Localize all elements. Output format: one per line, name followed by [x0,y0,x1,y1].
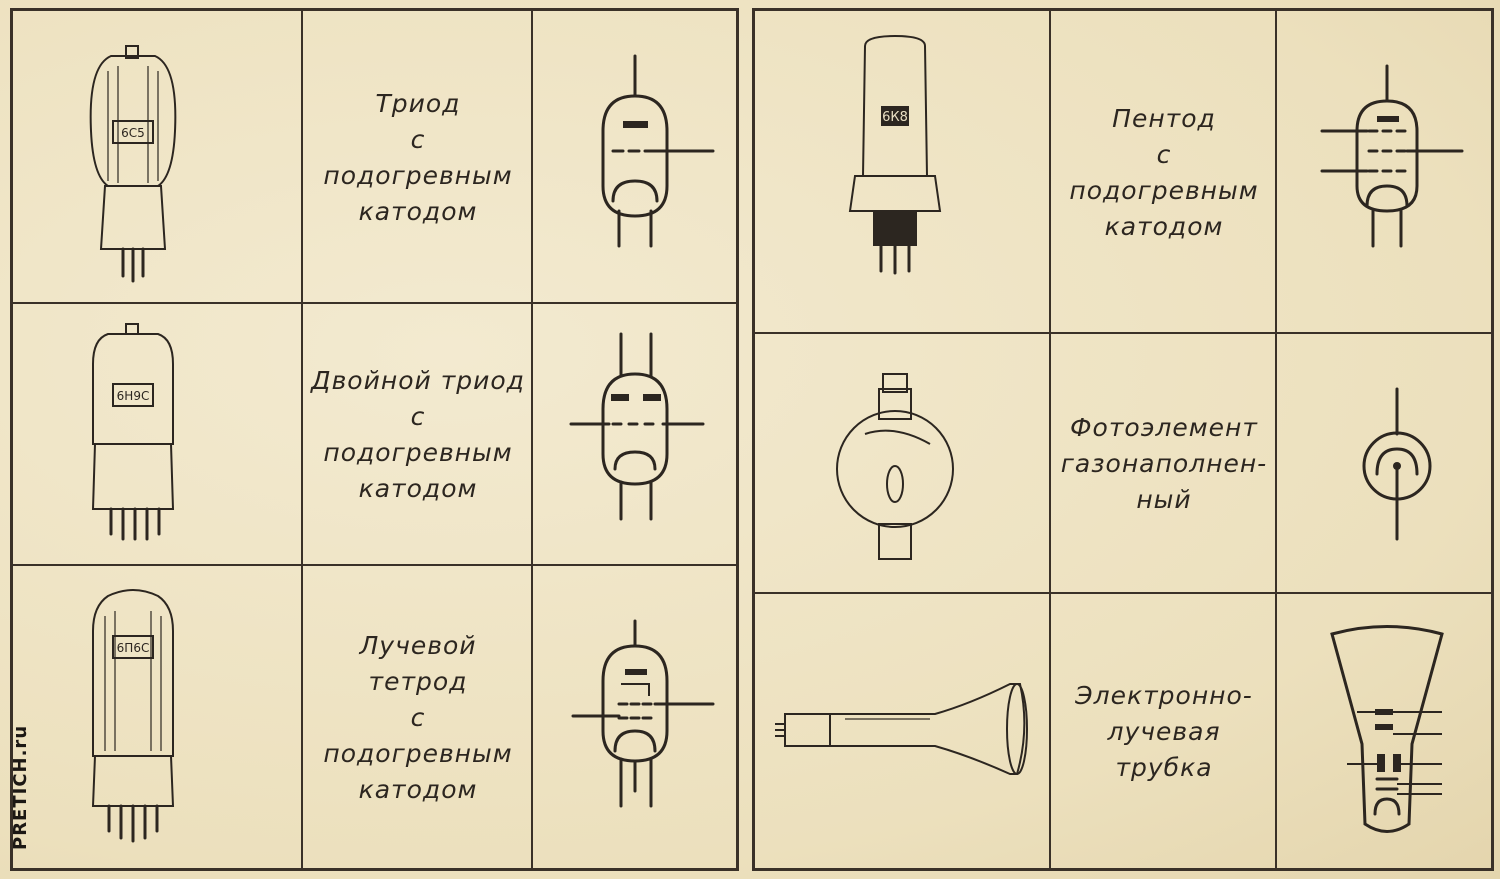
tube-type-label: Лучевой тетрод с подогревным катодом [323,631,513,804]
symbol-cell [532,303,737,565]
label-cell: Лучевой тетрод с подогревным катодом [302,565,532,869]
tube-image-cell [754,333,1050,593]
tube-type-label: Пентод с подогревным катодом [1069,103,1259,241]
photocell-tube-icon [836,373,954,560]
triode-tube-icon: 6С5 [89,45,177,283]
tube-image-cell [754,593,1050,869]
pentode-symbol-icon [1320,64,1464,248]
tube-marking: 6К8 [882,110,908,125]
tube-image-cell: 6Н9С [12,303,302,565]
left-table: 6С5 Триод с подогревным катодом [10,8,739,871]
triode-symbol-icon [601,54,715,248]
pentode-tube-icon: 6К8 [848,34,942,275]
label-cell: Пентод с подогревным катодом [1050,10,1276,333]
symbol-cell [1276,593,1492,869]
tube-image-cell: 6С5 [12,10,302,303]
crt-tube-icon [775,683,1028,775]
symbol-cell [532,565,737,869]
tube-type-label: Триод с подогревным катодом [323,88,513,226]
double-triode-symbol-icon [569,332,705,521]
right-table: 6К8 Пентод с подогревным катодом [752,8,1494,871]
label-cell: Фотоэлемент газонаполнен- ный [1050,333,1276,593]
tube-image-cell: 6П6С [12,565,302,869]
tube-marking: 6Н9С [117,389,150,403]
tube-marking: 6С5 [121,126,145,140]
symbol-cell [532,10,737,303]
tube-type-label: Фотоэлемент газонаполнен- ный [1060,413,1268,514]
label-cell: Электронно- лучевая трубка [1050,593,1276,869]
photocell-symbol-icon [1362,387,1432,541]
crt-symbol-icon [1330,625,1444,833]
beam-tetrode-tube-icon: 6П6С [91,589,175,843]
symbol-cell [1276,333,1492,593]
label-cell: Триод с подогревным катодом [302,10,532,303]
double-triode-tube-icon: 6Н9С [91,323,175,541]
beam-tetrode-symbol-icon [571,619,715,808]
tube-type-label: Двойной триод с подогревным катодом [311,366,525,503]
label-cell: Двойной триод с подогревным катодом [302,303,532,565]
symbol-cell [1276,10,1492,333]
tube-type-label: Электронно- лучевая трубка [1075,681,1253,782]
tube-marking: 6П6С [117,641,150,655]
watermark: PRETICH.ru [10,724,31,850]
tube-image-cell: 6К8 [754,10,1050,333]
